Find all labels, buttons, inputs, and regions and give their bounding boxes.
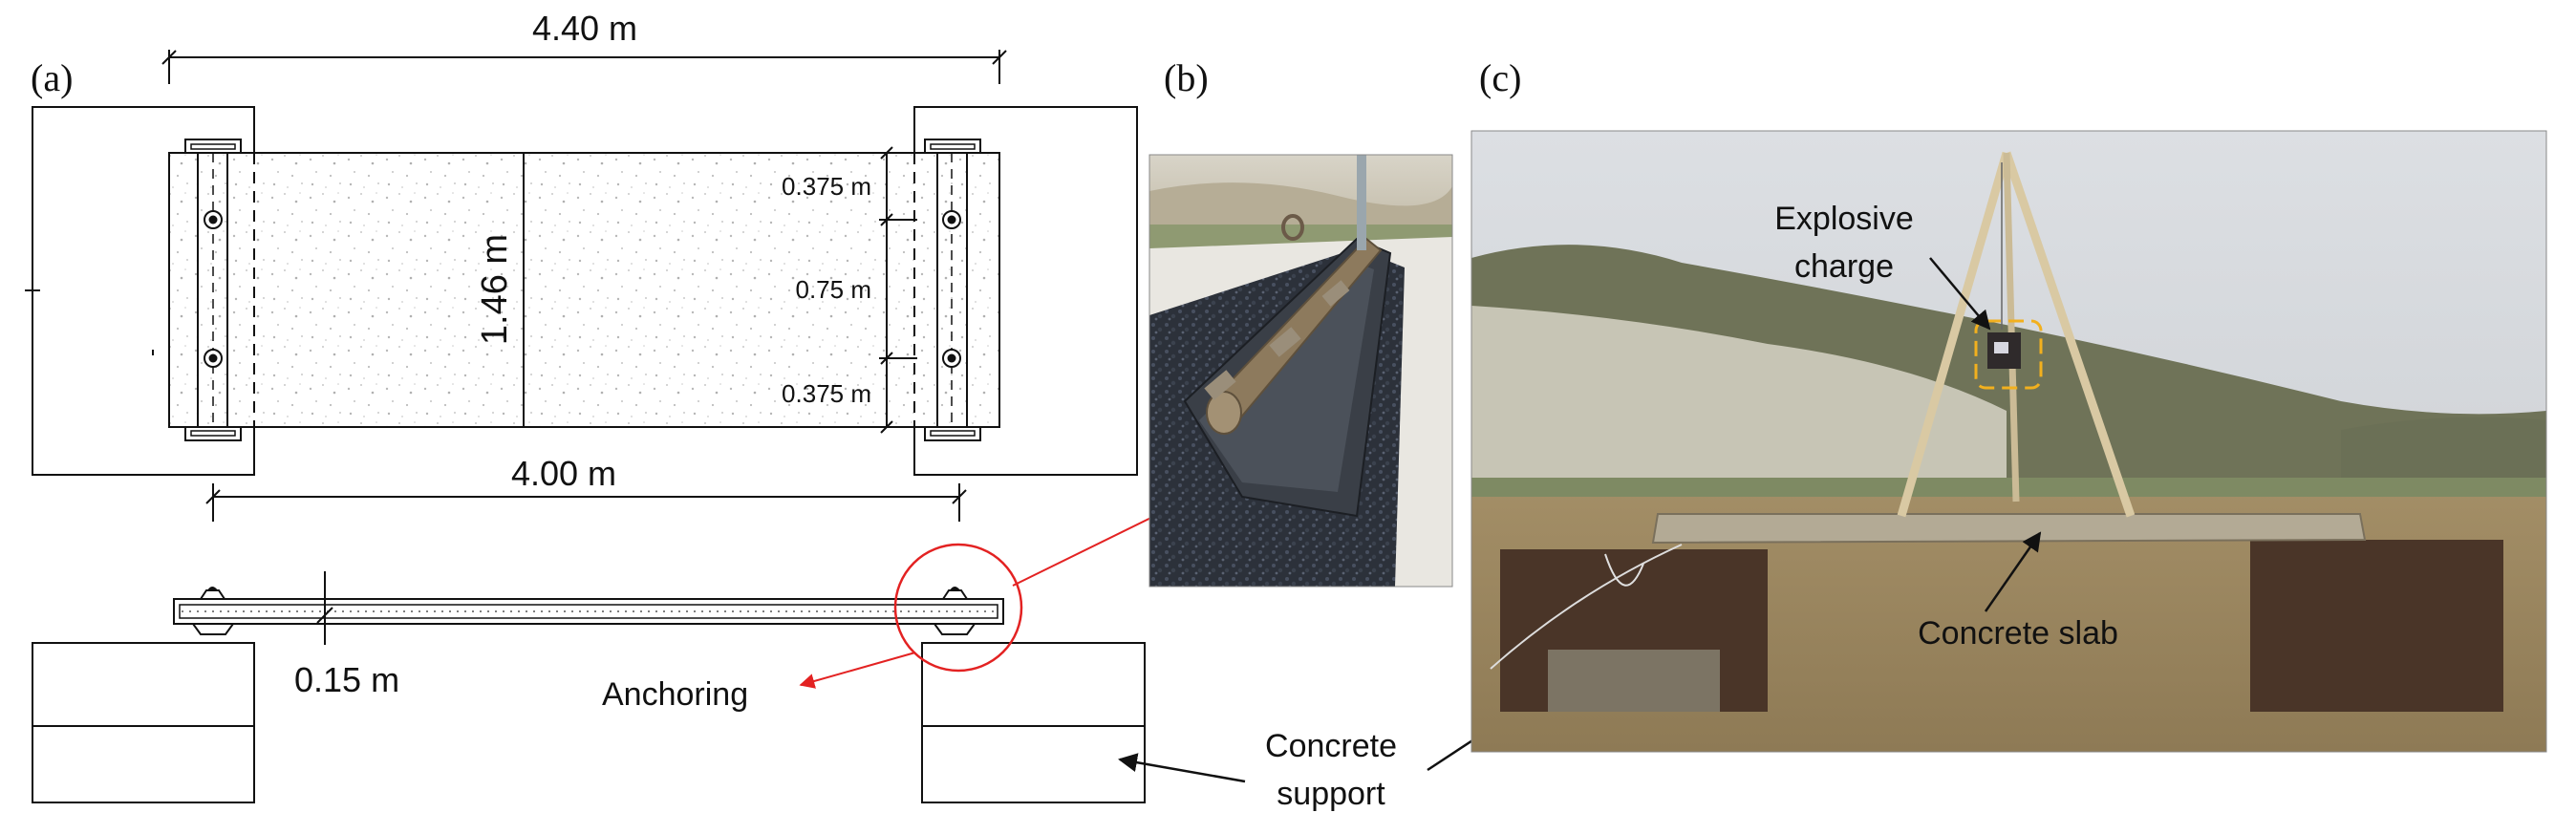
- panel-c-letter: (c): [1479, 56, 1521, 99]
- dim-span-label: 4.00 m: [511, 454, 616, 493]
- explosive-charge-label-line1: Explosive: [1774, 201, 1914, 237]
- plan-anchor-left: [184, 139, 255, 441]
- dim-width-label: 1.46 m: [475, 234, 515, 345]
- concrete-support-label-line1: Concrete: [1265, 728, 1397, 764]
- dim-edge-offset-bottom: 0.375 m: [782, 379, 871, 408]
- charge-highlight-box: [1974, 319, 2043, 390]
- photo-test-setup: [1470, 130, 2547, 753]
- concrete-slab-label: Concrete slab: [1918, 615, 2118, 652]
- dim-anchor-spacing: 0.75 m: [796, 275, 872, 304]
- elevation-view: 0.15 m: [173, 571, 1004, 699]
- panel-b-letter: (b): [1164, 56, 1209, 99]
- explosive-charge-label-line2: charge: [1794, 248, 1894, 285]
- dimension-total-length: 4.40 m: [161, 9, 1007, 84]
- concrete-support-label-line2: support: [1277, 776, 1385, 812]
- dim-thickness-label: 0.15 m: [294, 660, 399, 699]
- plan-slab: [168, 152, 1000, 428]
- dimension-anchor-spacing-chain: 0.375 m 0.75 m 0.375 m: [782, 146, 917, 434]
- dim-total-length-label: 4.40 m: [532, 9, 637, 48]
- charge-arrow: [1929, 257, 1991, 331]
- plan-anchor-right: [913, 139, 981, 441]
- panel-a-letter: (a): [31, 56, 73, 99]
- photo-anchoring-detail: [1148, 154, 1453, 588]
- dimension-span: 4.00 m: [205, 454, 967, 522]
- elevation-support-right: [921, 642, 1146, 803]
- anchoring-label: Anchoring: [602, 676, 748, 713]
- support-arrow-left: [1118, 753, 1246, 783]
- dim-edge-offset-top: 0.375 m: [782, 172, 871, 201]
- slab-arrow: [1984, 531, 2042, 612]
- anchoring-callout-circle: [893, 543, 1023, 673]
- callout-arrow-anchoring: [799, 652, 916, 689]
- elevation-support-left: [32, 642, 255, 803]
